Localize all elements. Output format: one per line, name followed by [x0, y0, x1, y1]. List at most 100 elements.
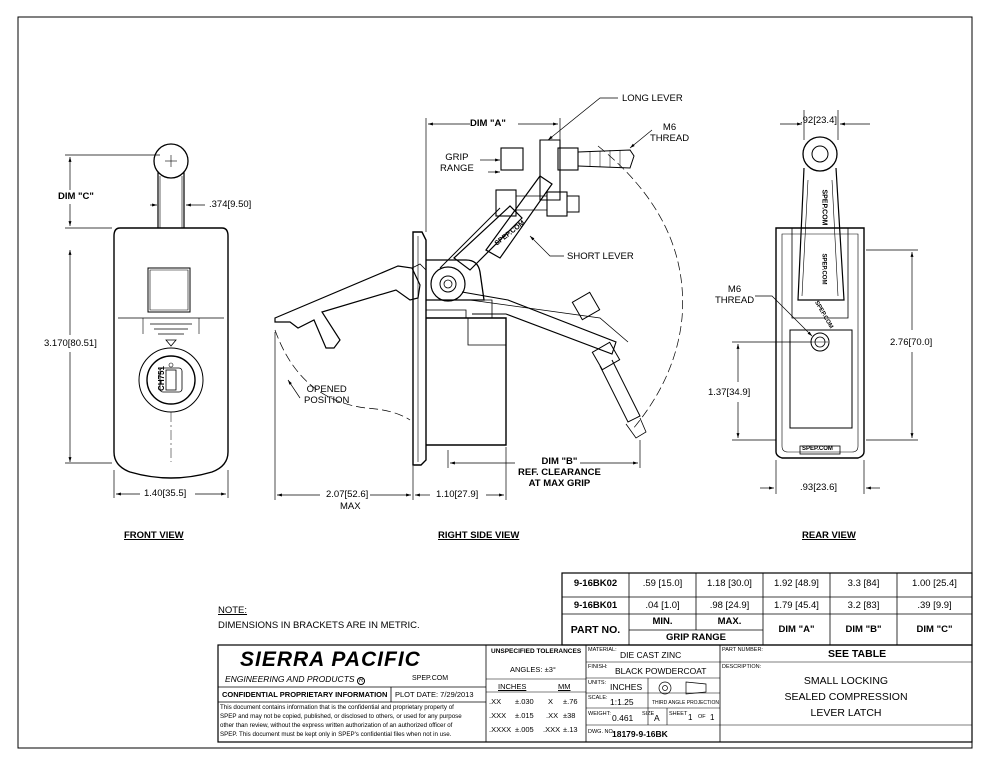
material-label: MATERIAL:	[588, 647, 617, 653]
side-dim-a-label: DIM "A"	[470, 118, 506, 129]
tol-row-3-a: .XXXX	[489, 725, 512, 734]
rear-base-marking: SPEP.COM	[802, 446, 833, 452]
size-label: SIZE	[642, 711, 655, 717]
table-header-max: MAX.	[717, 616, 742, 627]
rear-view-geometry	[775, 136, 865, 459]
side-dim-110: 1.10[27.9]	[436, 489, 479, 500]
front-view-dimensions	[65, 154, 229, 498]
side-view-geometry	[274, 139, 683, 466]
company-website: SPEP.COM	[412, 675, 449, 682]
size-value: A	[654, 713, 660, 723]
part-number-value: SEE TABLE	[828, 648, 887, 660]
table-row-1-min: .59 [15.0]	[642, 578, 683, 589]
of-value: 1	[710, 713, 715, 722]
description-line-1: SMALL LOCKING	[803, 675, 889, 687]
tol-row-1-a: .XX	[489, 697, 502, 706]
dwg-label: DWG. NO.	[588, 729, 615, 735]
side-dim-207: 2.07[52.6]	[326, 489, 369, 500]
front-dim-3170: 3.170[80.51]	[44, 338, 97, 349]
rear-view-dimensions	[732, 110, 918, 494]
projection-label: THIRD ANGLE PROJECTION	[652, 700, 719, 706]
table-header-dim-b: DIM "B"	[845, 624, 882, 635]
table-row-2-dim-b: 3.2 [83]	[847, 600, 880, 611]
front-dim-140: 1.40[35.5]	[144, 488, 187, 499]
rear-dim-276: 2.76[70.0]	[890, 337, 933, 348]
table-header-min: MIN.	[652, 616, 673, 627]
table-row-1-dim-b: 3.3 [84]	[847, 578, 880, 589]
rear-dim-92: .92[23.4]	[800, 115, 837, 126]
weight-label: WEIGHT:	[588, 711, 611, 717]
of-label: OF	[698, 714, 706, 720]
side-opened-position-label: OPENED POSITION	[304, 384, 350, 406]
note-title: NOTE:	[218, 605, 248, 616]
company-subtitle: ENGINEERING AND PRODUCTS R	[225, 674, 366, 685]
description-line-2: SEALED COMPRESSION	[784, 691, 908, 703]
rear-lever-marking-2: SPEP.COM	[820, 253, 827, 285]
finish-label: FINISH:	[588, 664, 608, 670]
table-row-1-max: 1.18 [30.0]	[707, 578, 752, 589]
table-row-1-part: 9-16BK02	[573, 578, 618, 589]
description-line-3: LEVER LATCH	[810, 707, 882, 719]
confidential-title: CONFIDENTIAL PROPRIETARY INFORMATION	[222, 690, 388, 699]
table-row-1-dim-a: 1.92 [48.9]	[774, 578, 819, 589]
sheet-label: SHEET	[669, 711, 688, 717]
sheet-value: 1	[688, 713, 693, 722]
front-lock-code: CH751	[156, 366, 166, 391]
note-text: DIMENSIONS IN BRACKETS ARE IN METRIC.	[218, 620, 420, 631]
tol-row-3-c: .XXX	[543, 725, 561, 734]
units-label: UNITS:	[588, 680, 607, 686]
finish-value: BLACK POWDERCOAT	[615, 666, 707, 676]
table-header-part: PART NO.	[570, 624, 621, 636]
table-header-grip-range: GRIP RANGE	[665, 632, 726, 643]
side-dim-max: MAX	[340, 501, 361, 512]
rear-dim-137: 1.37[34.9]	[708, 387, 751, 398]
tol-row-3-d: ±.13	[563, 725, 578, 734]
title-block-grid	[217, 644, 973, 743]
table-row-2-part: 9-16BK01	[573, 600, 618, 611]
scale-value: 1:1.25	[610, 697, 634, 707]
units-value: INCHES	[610, 682, 643, 692]
company-name: SIERRA PACIFIC	[240, 648, 421, 671]
table-row-1-dim-c: 1.00 [25.4]	[912, 578, 957, 589]
rear-view-title: REAR VIEW	[802, 530, 856, 541]
tolerances-title: UNSPECIFIED TOLERANCES	[491, 648, 582, 655]
rear-lever-marking-1: SPEP.COM	[820, 189, 828, 226]
front-dim-374: .374[9.50]	[209, 199, 252, 210]
table-row-2-max: .98 [24.9]	[709, 600, 750, 611]
weight-value: 0.461	[612, 713, 634, 723]
rear-dim-93: .93[23.6]	[800, 482, 837, 493]
projection-symbol	[658, 681, 707, 695]
table-row-2-min: .04 [1.0]	[645, 600, 680, 611]
table-row-2-dim-a: 1.79 [45.4]	[774, 600, 819, 611]
part-number-label: PART NUMBER:	[722, 647, 763, 653]
plot-date: PLOT DATE: 7/29/2013	[395, 690, 474, 699]
scale-label: SCALE:	[588, 695, 608, 701]
tol-row-2-c: .XX	[546, 711, 559, 720]
side-grip-range-label: GRIP RANGE	[440, 152, 474, 174]
tol-row-1-c: X	[548, 697, 554, 706]
sheet-border	[17, 16, 973, 749]
confidential-line-1: This document contains information that …	[220, 704, 454, 711]
confidential-line-2: SPEP and may not be copied, published, o…	[220, 713, 462, 720]
tol-row-2-b: ±.015	[515, 711, 534, 720]
rear-m6-thread-label: M6 THREAD	[715, 284, 755, 306]
front-view-geometry	[113, 143, 229, 479]
tolerances-angles: ANGLES: ±3°	[510, 665, 556, 674]
side-view-title: RIGHT SIDE VIEW	[438, 530, 520, 541]
tol-row-3-b: ±.005	[515, 725, 534, 734]
tol-row-1-b: ±.030	[515, 697, 534, 706]
side-long-lever-label: LONG LEVER	[622, 93, 683, 104]
tol-row-2-a: .XXX	[489, 711, 507, 720]
front-view-title: FRONT VIEW	[124, 530, 184, 541]
side-view-dimensions	[274, 97, 653, 500]
side-dim-b-label: DIM "B" REF. CLEARANCE AT MAX GRIP	[518, 456, 601, 489]
registered-mark: R	[356, 677, 366, 685]
front-dim-c-label: DIM "C"	[58, 191, 94, 202]
material-value: DIE CAST ZINC	[620, 650, 682, 660]
tolerances-inches-header: INCHES	[498, 682, 527, 691]
confidential-line-4: SPEP. This document must be kept only in…	[220, 731, 452, 738]
description-label: DESCRIPTION:	[722, 664, 762, 670]
tol-row-2-d: ±38	[563, 711, 576, 720]
